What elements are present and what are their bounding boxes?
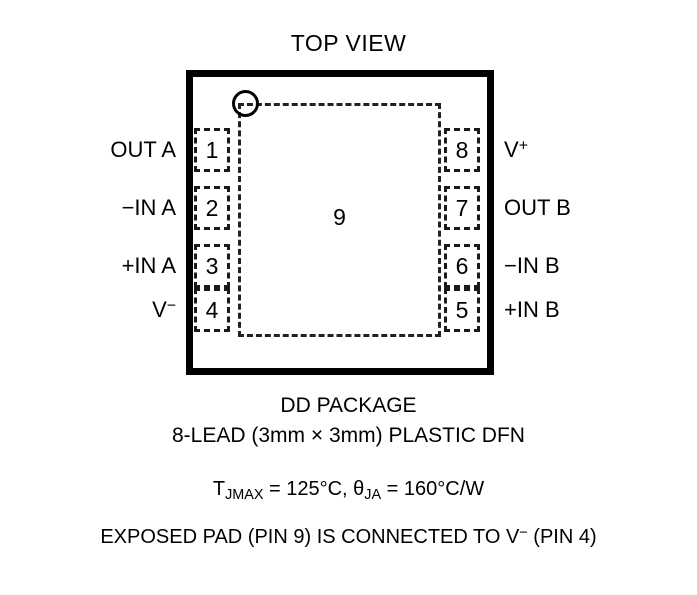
pin-label-4: V− — [152, 297, 186, 322]
pin-label-text: OUT A — [110, 137, 176, 162]
package-label: DD PACKAGE — [280, 394, 417, 417]
pin-label-text: V — [152, 297, 167, 322]
pin-label-6: −IN B — [504, 255, 560, 277]
pin-pad-8: 8 — [444, 128, 480, 172]
pin-pad-2: 2 — [194, 186, 230, 230]
pin-label-7: OUT B — [504, 197, 571, 219]
pin-label-text: V — [504, 137, 519, 162]
pin-label-text: −IN A — [121, 195, 176, 220]
package-body-outline — [186, 70, 494, 375]
tj-value: = 125°C, — [263, 478, 354, 500]
pin-label-text: +IN B — [504, 297, 560, 322]
pin-label-text: OUT B — [504, 195, 571, 220]
pin-pad-6: 6 — [444, 244, 480, 288]
tj-symbol: T — [212, 478, 226, 500]
view-title: TOP VIEW — [290, 30, 407, 56]
exposed-pad-number: 9 — [333, 204, 346, 230]
pin-label-3: +IN A — [122, 255, 186, 277]
tj-subscript: JMAX — [225, 487, 264, 504]
pin-label-text: −IN B — [504, 253, 560, 278]
pin-pad-5: 5 — [444, 288, 480, 332]
pin-pad-4: 4 — [194, 288, 230, 332]
pin-label-8: V+ — [504, 137, 528, 162]
pin-pad-1: 1 — [194, 128, 230, 172]
pin-label-2: −IN A — [122, 197, 186, 219]
pin-label-5: +IN B — [504, 299, 560, 321]
pin-pad-7: 7 — [444, 186, 480, 230]
pin-label-superscript: + — [518, 137, 528, 155]
exposed-pad-note: EXPOSED PAD (PIN 9) IS CONNECTED TO V− (… — [0, 524, 697, 548]
pin-label-1: OUT A — [110, 139, 186, 161]
theta-value: = 160°C/W — [381, 478, 485, 500]
pin-label-text: +IN A — [121, 253, 176, 278]
exposed-pad-note-post: (PIN 4) — [527, 526, 597, 548]
package-description: 8-LEAD (3mm × 3mm) PLASTIC DFN — [172, 424, 525, 447]
thermal-spec: TJMAX = 125°C, θJA = 160°C/W — [0, 478, 697, 502]
theta-symbol: θ — [353, 478, 365, 500]
exposed-pad-outline — [238, 103, 441, 337]
pin-label-superscript: − — [166, 297, 176, 315]
theta-subscript: JA — [364, 487, 382, 504]
exposed-pad-note-sup: − — [519, 524, 528, 541]
exposed-pad-note-pre: EXPOSED PAD (PIN 9) IS CONNECTED TO V — [100, 526, 520, 548]
pin1-dot-icon — [232, 90, 259, 117]
pin-pad-3: 3 — [194, 244, 230, 288]
